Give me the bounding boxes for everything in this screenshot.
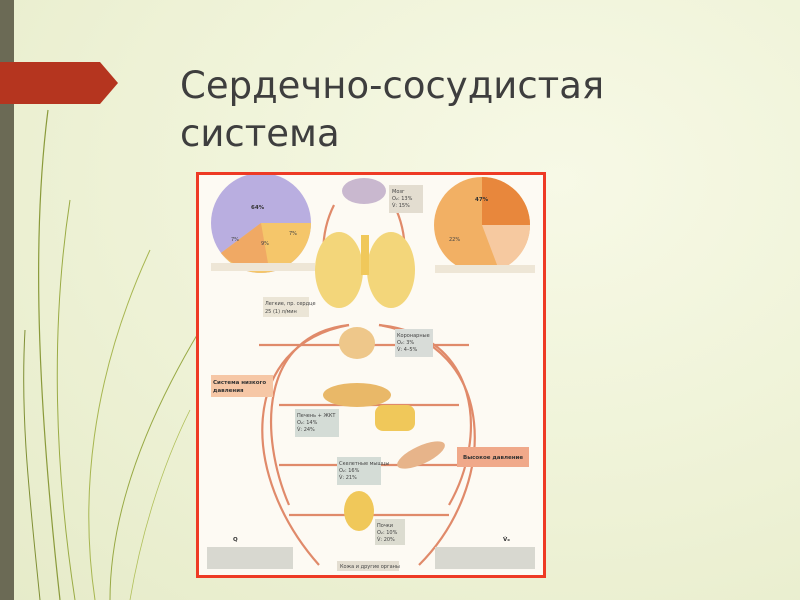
liver-gi-organ [323, 383, 415, 431]
pie-right-small-label: 22% [449, 237, 460, 243]
pie-left-main-label: 64% [251, 205, 265, 211]
heart-box-line: Коронарные [397, 333, 430, 339]
info-box-low-pressure: Система низкого давления [211, 375, 273, 397]
muscle-box-line: O₂: 16% [339, 468, 360, 474]
pie-chart-right: 47% 22% [434, 177, 535, 273]
liver-box-line: O₂: 14% [297, 420, 318, 426]
circulatory-diagram-figure: 64% 7% 9% 7% 47% 22% [196, 172, 546, 578]
kidney-box-line: O₂: 10% [377, 530, 398, 536]
lungs-organ [315, 232, 415, 308]
brain-box-line: Мозг [392, 189, 405, 195]
bottom-center-label: Кожа и другие органы [340, 564, 400, 570]
pie-left-small-label: 7% [231, 237, 239, 243]
kidney-organ [344, 491, 374, 531]
info-box-kidney: Почки O₂: 10% V̇: 20% [375, 519, 405, 545]
info-box-high-pressure: Высокое давление [457, 447, 529, 467]
heart-organ [339, 327, 375, 359]
pie-left-small-label: 7% [289, 231, 297, 237]
muscle-organ [397, 441, 445, 469]
pie-right-main-label: 47% [475, 197, 489, 203]
slide-title-line1: Сердечно-сосудистая [180, 64, 605, 107]
info-box-liver: Печень + ЖКТ O₂: 14% V̇: 24% [295, 409, 339, 437]
lungs-box-line: Легкие, пр. сердце [265, 301, 316, 307]
pie-left-small-label: 9% [261, 241, 269, 247]
high-pressure-line: Высокое давление [463, 455, 523, 461]
heart-box-line: O₂: 3% [397, 340, 414, 346]
bottom-right-label: V̇ₒ [503, 536, 510, 543]
info-box-bottom-left: Q [207, 537, 293, 569]
info-box-bottom-right: V̇ₒ [435, 536, 535, 569]
kidney-box-line: V̇: 20% [377, 536, 395, 543]
slide-title-line2: система [180, 112, 340, 155]
muscle-box-line: V̇: 21% [339, 474, 357, 481]
info-box-lungs: Легкие, пр. сердце 25 (1) л/мин [263, 297, 316, 317]
brain-organ [342, 178, 386, 204]
low-pressure-line: Система низкого [213, 380, 266, 386]
title-arrow-shape [0, 62, 118, 104]
info-box-brain: Мозг O₂: 13% V̇: 15% [389, 185, 423, 213]
bottom-left-label: Q [233, 537, 238, 543]
pie-chart-left: 64% 7% 9% 7% [211, 175, 315, 273]
decorative-grass-lines [23, 109, 201, 600]
heart-box-line: V̇: 4–5% [397, 346, 418, 353]
brain-box-line: V̇: 15% [392, 202, 410, 209]
info-box-bottom-center: Кожа и другие органы [337, 561, 400, 571]
liver-box-line: V̇: 24% [297, 426, 315, 433]
brain-box-line: O₂: 13% [392, 196, 413, 202]
circulatory-organ-diagram: 64% 7% 9% 7% 47% 22% [207, 175, 535, 571]
liver-box-line: Печень + ЖКТ [297, 413, 336, 419]
info-box-muscle: Скелетные мышцы O₂: 16% V̇: 21% [337, 457, 389, 485]
left-accent-bar [0, 0, 14, 600]
low-pressure-line: давления [213, 388, 244, 394]
lungs-box-line: 25 (1) л/мин [265, 309, 297, 315]
info-box-heart: Коронарные O₂: 3% V̇: 4–5% [395, 329, 433, 357]
kidney-box-line: Почки [377, 523, 393, 529]
muscle-box-line: Скелетные мышцы [339, 461, 389, 467]
slide-title: Сердечно-сосудистая система [180, 62, 740, 158]
